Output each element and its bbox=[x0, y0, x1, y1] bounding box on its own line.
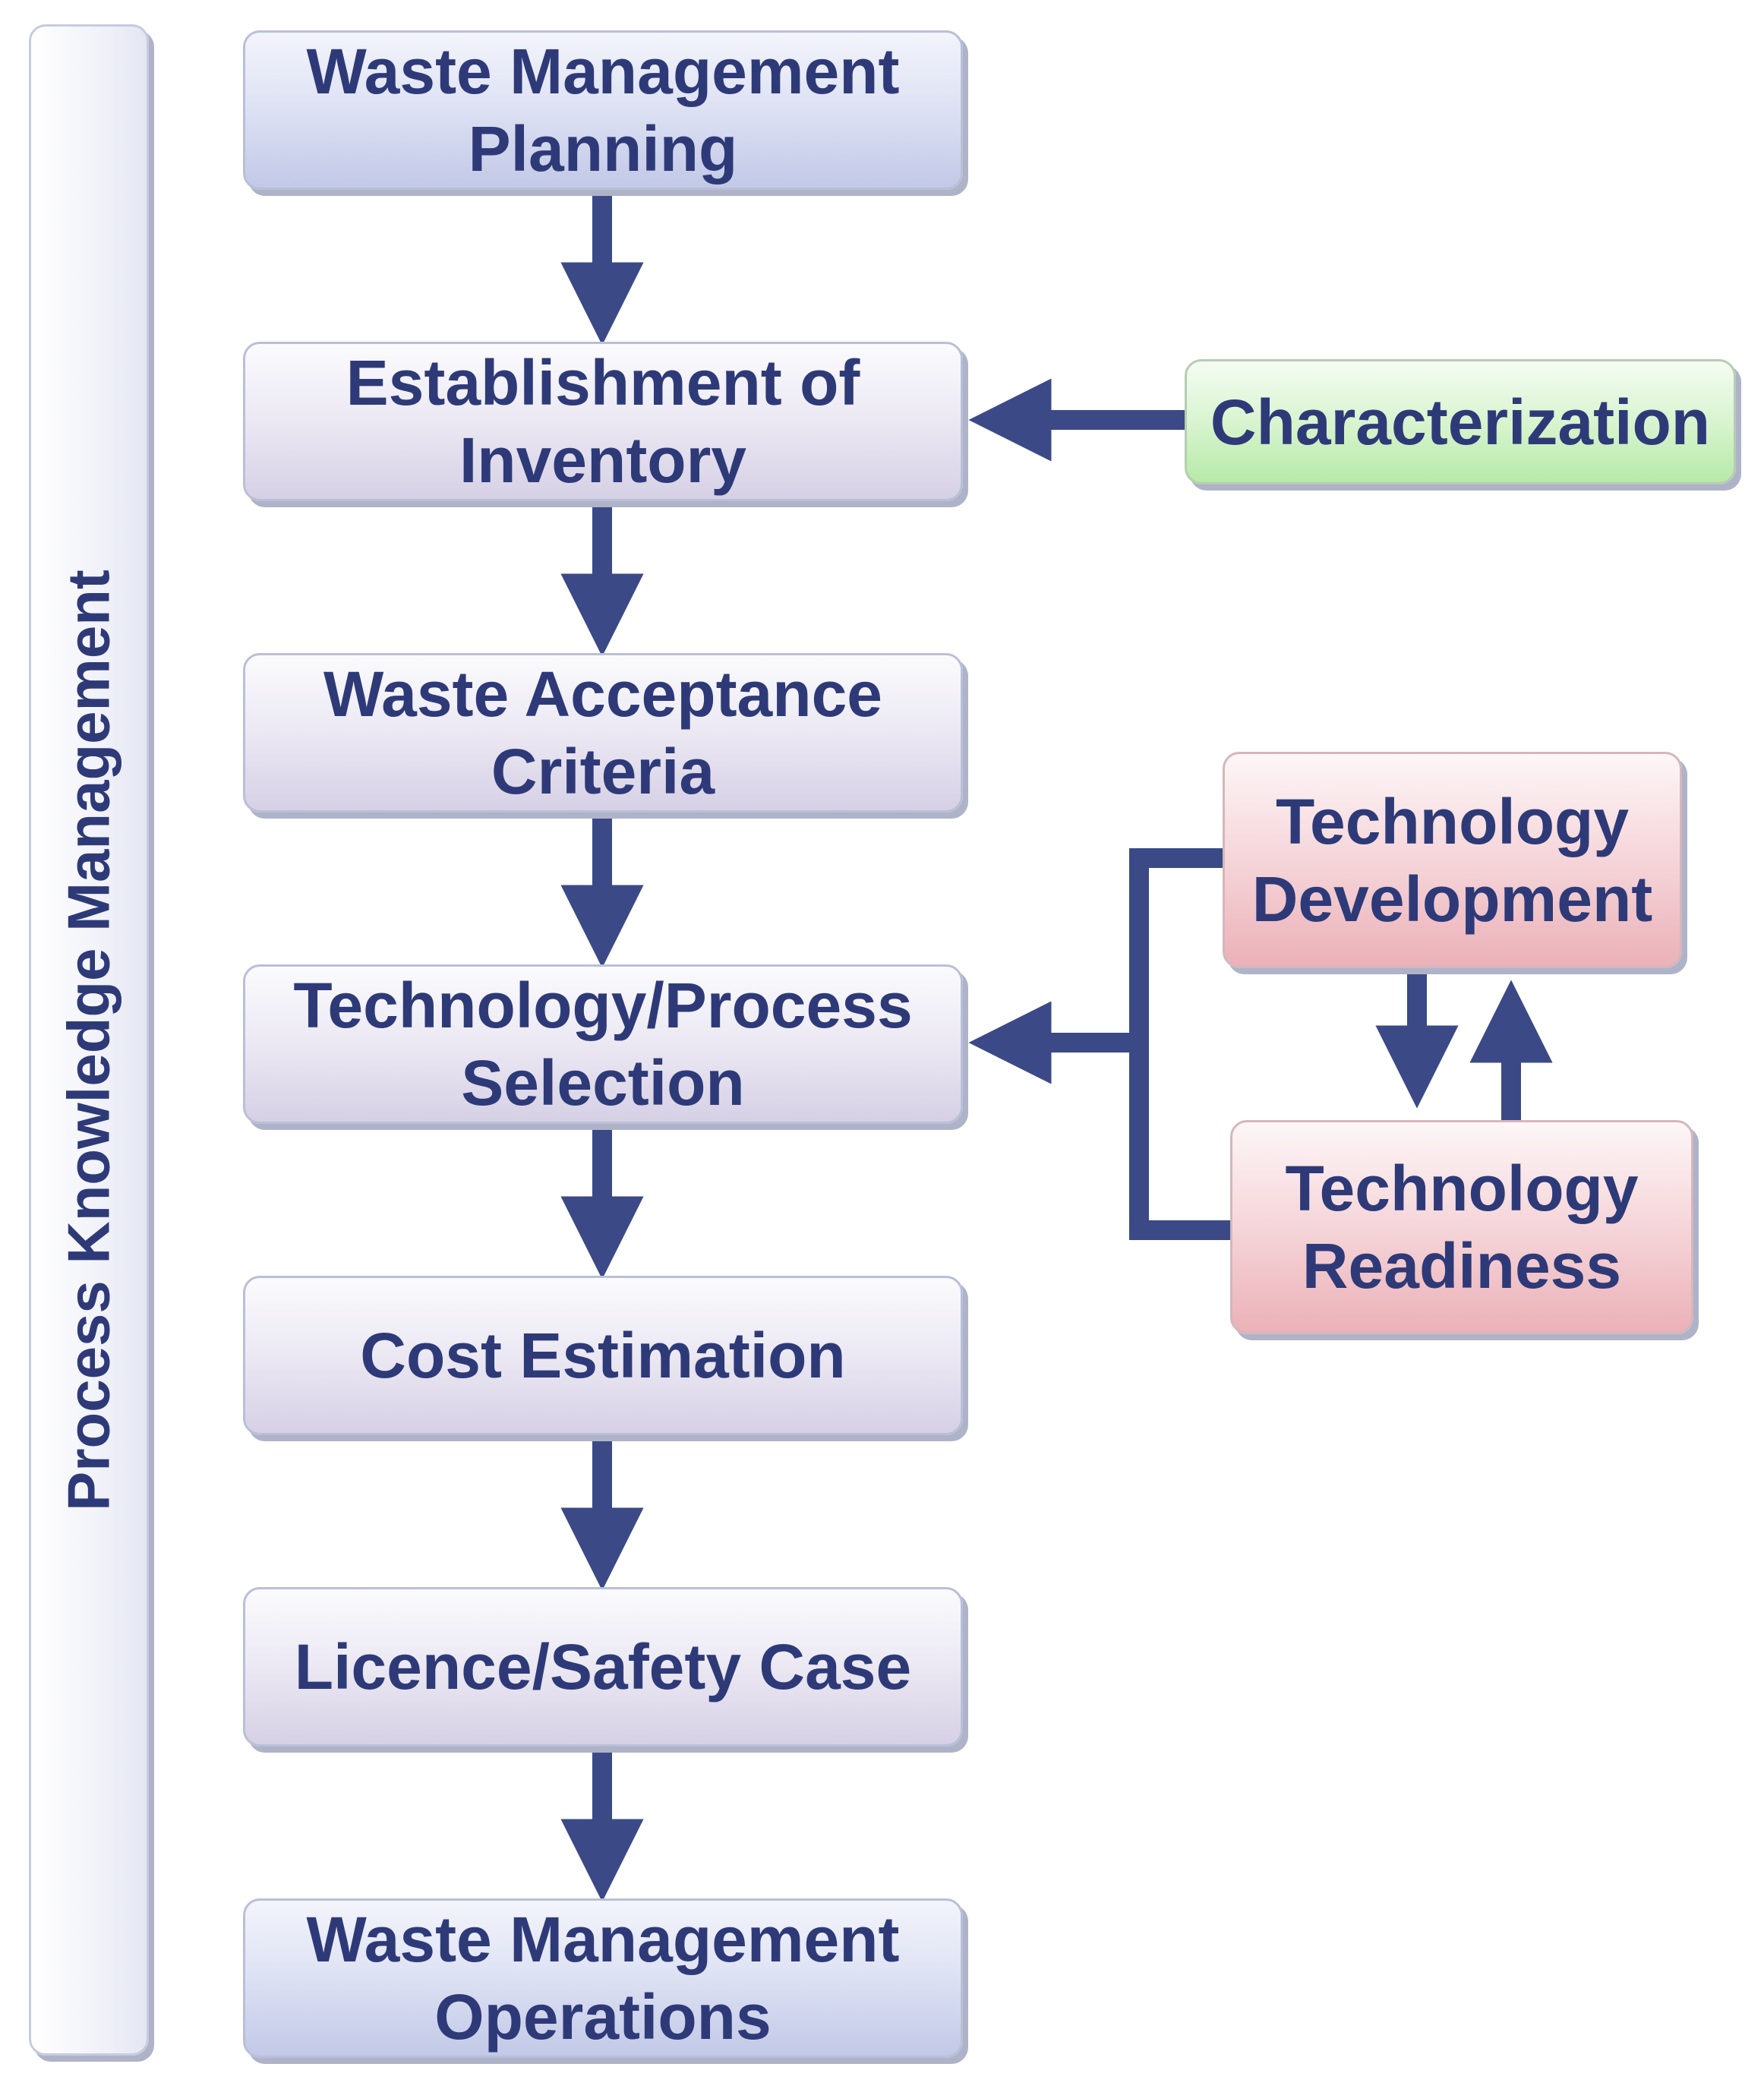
bracket-technology-to-selection bbox=[1129, 848, 1230, 1240]
step-waste-management-operations: Waste Management Operations bbox=[243, 1898, 963, 2058]
step-waste-acceptance-criteria: Waste Acceptance Criteria bbox=[243, 653, 963, 813]
step-technology-process-selection: Technology/Process Selection bbox=[243, 964, 963, 1124]
step-licence-safety-case: Licence/Safety Case bbox=[243, 1587, 963, 1747]
process-knowledge-sidebar bbox=[29, 24, 149, 2056]
step-cost-estimation: Cost Estimation bbox=[243, 1276, 963, 1435]
step-establishment-of-inventory: Establishment of Inventory bbox=[243, 342, 963, 501]
characterization-box: Characterization bbox=[1185, 359, 1736, 484]
sidebar-label: Process Knowledge Management bbox=[55, 570, 122, 1511]
technology-readiness-box: Technology Readiness bbox=[1230, 1120, 1693, 1334]
technology-development-box: Technology Development bbox=[1223, 752, 1682, 968]
step-waste-management-planning: Waste Management Planning bbox=[243, 30, 963, 190]
